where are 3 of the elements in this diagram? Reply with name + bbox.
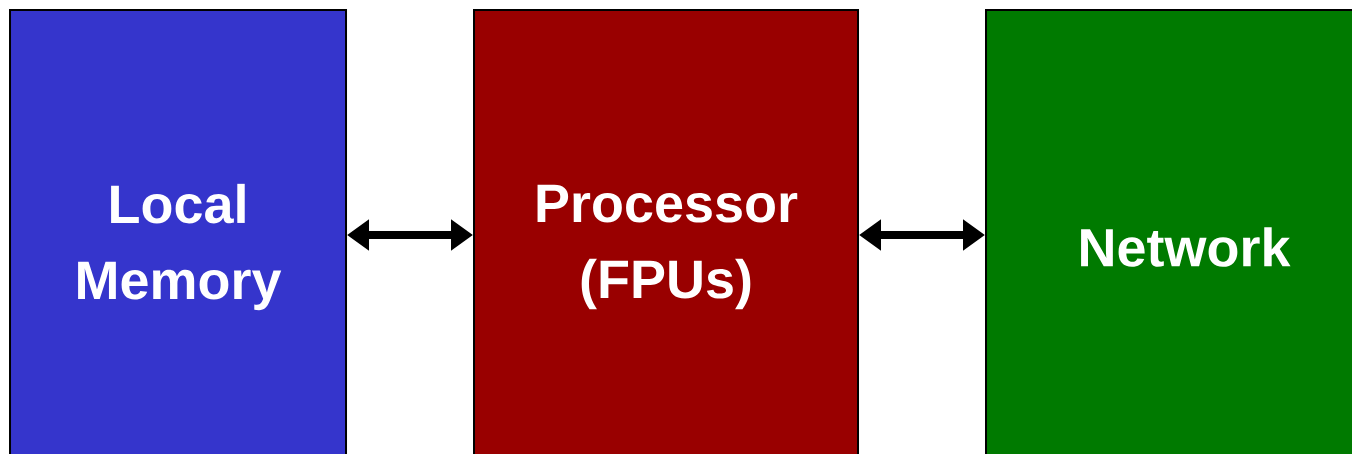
block-box: Processor (FPUs) [473,9,859,454]
block-box: Local Memory [9,9,347,454]
block-box: Network [985,9,1352,454]
